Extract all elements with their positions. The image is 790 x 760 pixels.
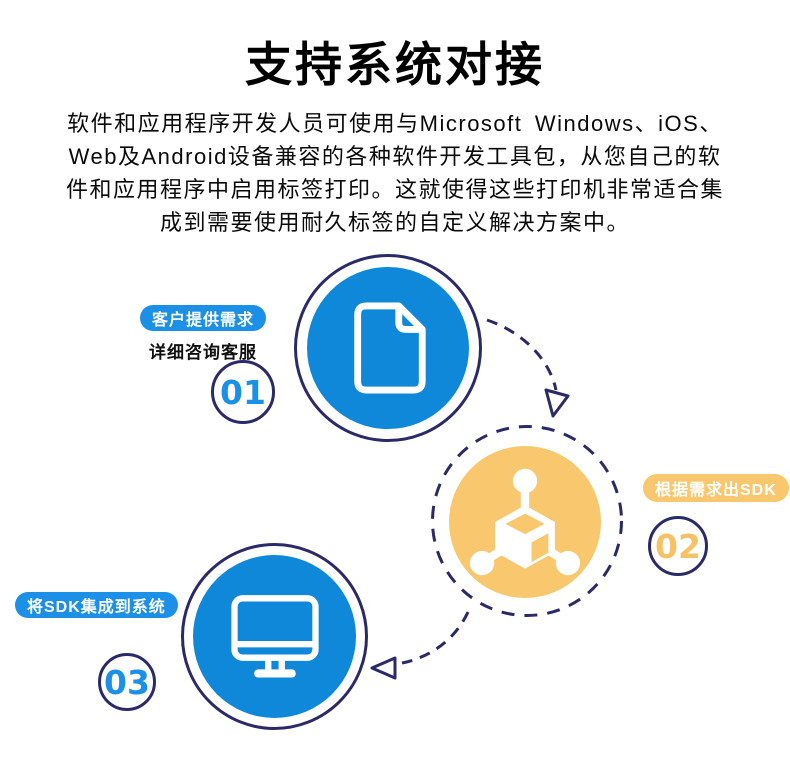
flow-arrow-2 <box>401 611 470 665</box>
flow-arrow-1 <box>486 318 558 391</box>
step2-badge: 根据需求出SDK <box>643 474 789 502</box>
step3-number-badge: 03 <box>98 653 156 711</box>
page-title: 支持系统对接 <box>245 38 545 91</box>
arrowhead-1-icon <box>544 388 570 418</box>
step1-ring <box>294 254 482 442</box>
step1-number: 01 <box>220 372 266 412</box>
step2-circle <box>449 446 601 598</box>
step2-number-badge: 02 <box>648 516 708 576</box>
intro-line: 成到需要使用耐久标签的自定义解决方案中。 <box>159 210 630 235</box>
intro-line: 件和应用程序中启用标签打印。这就使得这些打印机非常适合集 <box>65 177 724 202</box>
step1-labels: 客户提供需求 详细咨询客服 <box>140 305 267 363</box>
step1-number-badge: 01 <box>211 360 275 424</box>
step3-number: 03 <box>104 662 150 702</box>
intro-line: Web及Android设备兼容的各种软件开发工具包，从您自己的软 <box>68 144 722 169</box>
step3-circle <box>193 555 356 718</box>
intro-line: 软件和应用程序开发人员可使用与Microsoft Windows、iOS、 <box>67 111 723 136</box>
step1-circle <box>307 267 469 429</box>
arrowhead-2-icon <box>370 656 397 680</box>
intro-paragraph: 软件和应用程序开发人员可使用与Microsoft Windows、iOS、 We… <box>0 107 790 239</box>
step3-badge: 将SDK集成到系统 <box>15 592 178 618</box>
step1-sublabel: 详细咨询客服 <box>149 343 257 362</box>
step2-dashed-ring <box>431 425 623 617</box>
document-icon <box>354 302 426 394</box>
step3-ring <box>181 543 368 730</box>
step1-badge: 客户提供需求 <box>140 305 267 331</box>
cube-node-icon <box>469 468 581 576</box>
step2-number: 02 <box>655 526 701 566</box>
monitor-icon <box>230 594 319 677</box>
